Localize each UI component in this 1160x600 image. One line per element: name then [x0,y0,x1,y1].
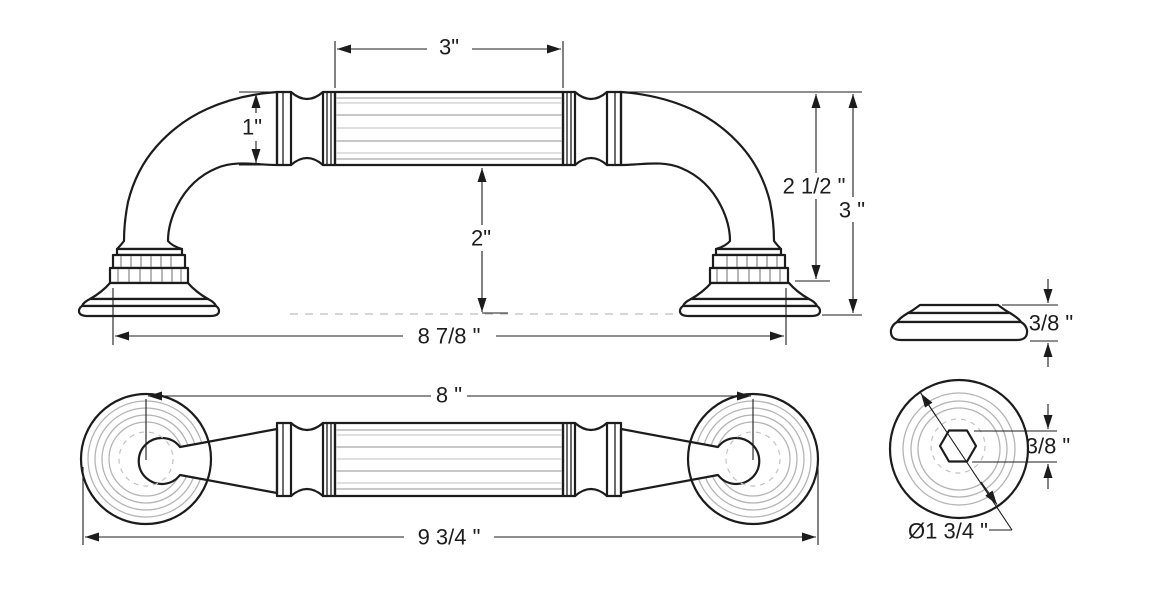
left-arm [115,90,279,251]
left-screw-hidden-circle [118,431,174,487]
base-face-dimensions: Ø1 3/4 " 3/8 " [908,391,1071,544]
dim-base-thickness: 3/8 " [1029,311,1074,336]
dim-center-to-center: 8 " [436,383,462,408]
dim-projection: 2" [471,226,491,251]
plan-right-arm [619,427,761,495]
right-arm [619,90,783,251]
left-rosette-outline [79,392,213,526]
right-base-knurl [716,256,781,282]
left-base-knurl [117,256,182,282]
right-screw-hidden-circle [725,431,781,487]
dim-end-height: 1" [242,115,262,140]
rosette-face-outline [888,378,1030,520]
dim-overall-height: 3 " [839,198,865,223]
flute-lines [336,97,562,160]
hex-socket [938,429,978,463]
dim-height-to-base: 2 1/2 " [783,174,846,199]
dim-overall-length: 9 3/4 " [418,525,481,550]
dim-mounting-length: 8 7/8 " [418,324,481,349]
plan-dimensions: 8 " 9 3/4 " [82,383,819,550]
right-base [678,247,822,318]
left-base [77,247,221,318]
base-side-view: 3/8 " [889,279,1073,367]
plan-view: 8 " 9 3/4 " [79,383,820,550]
plan-left-arm [137,427,279,495]
dim-base-diameter: Ø1 3/4 " [908,519,988,544]
right-rosette-outline [686,392,820,526]
rosette-profile [906,303,1012,315]
face-rings [902,392,1016,506]
dim-hex-socket: 3/8 " [1026,434,1071,459]
base-side-dimensions: 3/8 " [1002,279,1073,367]
front-view: 3" 1" 2" 2 1/2 " 3 " [77,35,865,349]
base-face-view: Ø1 3/4 " 3/8 " [888,378,1071,544]
grip-sections [275,90,623,167]
front-dimensions: 3" 1" 2" 2 1/2 " 3 " [112,35,865,349]
plan-grip-sections [275,421,623,498]
plan-flute-lines [336,429,562,490]
face-hidden-circle [930,418,986,474]
dim-grip-length: 3" [439,35,459,60]
